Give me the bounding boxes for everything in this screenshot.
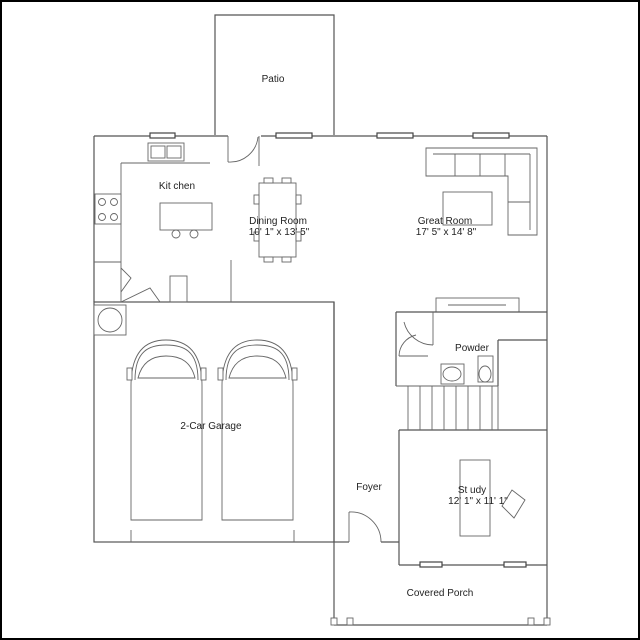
dining-room-size: 10' 1" x 13' 5"	[249, 227, 310, 238]
garage-label: 2-Car Garage	[180, 421, 242, 432]
staircase	[407, 386, 499, 430]
dining-table	[253, 177, 302, 263]
study-label: St udy	[458, 485, 486, 496]
kitchen-sink	[147, 142, 185, 162]
pantry	[94, 260, 232, 303]
foyer-label: Foyer	[356, 482, 382, 493]
great-room-size: 17' 5" x 14' 8"	[416, 227, 477, 238]
powder-label: Powder	[455, 343, 490, 354]
patio-label: Patio	[262, 74, 285, 85]
study-size: 12' 1" x 11' 1"	[448, 496, 508, 507]
dining-room-label: Dining Room	[249, 216, 307, 227]
water-heater	[93, 304, 127, 336]
kitchen-range	[94, 193, 122, 225]
fireplace	[435, 297, 520, 313]
kitchen-island	[159, 202, 213, 239]
car-right	[217, 339, 298, 521]
garage-door-stubs	[130, 530, 295, 542]
porch-posts	[330, 617, 551, 626]
sectional-sofa	[425, 147, 538, 236]
foyer-door	[348, 511, 382, 543]
windows	[149, 132, 527, 568]
patio-door	[227, 136, 260, 166]
study-desk	[459, 459, 526, 537]
car-left	[126, 339, 207, 521]
kitchen-label: Kit chen	[159, 181, 195, 192]
porch-label: Covered Porch	[407, 588, 474, 599]
patio-outline	[214, 14, 335, 135]
powder-room	[395, 311, 547, 387]
great-room-label: Great Room	[418, 216, 472, 227]
